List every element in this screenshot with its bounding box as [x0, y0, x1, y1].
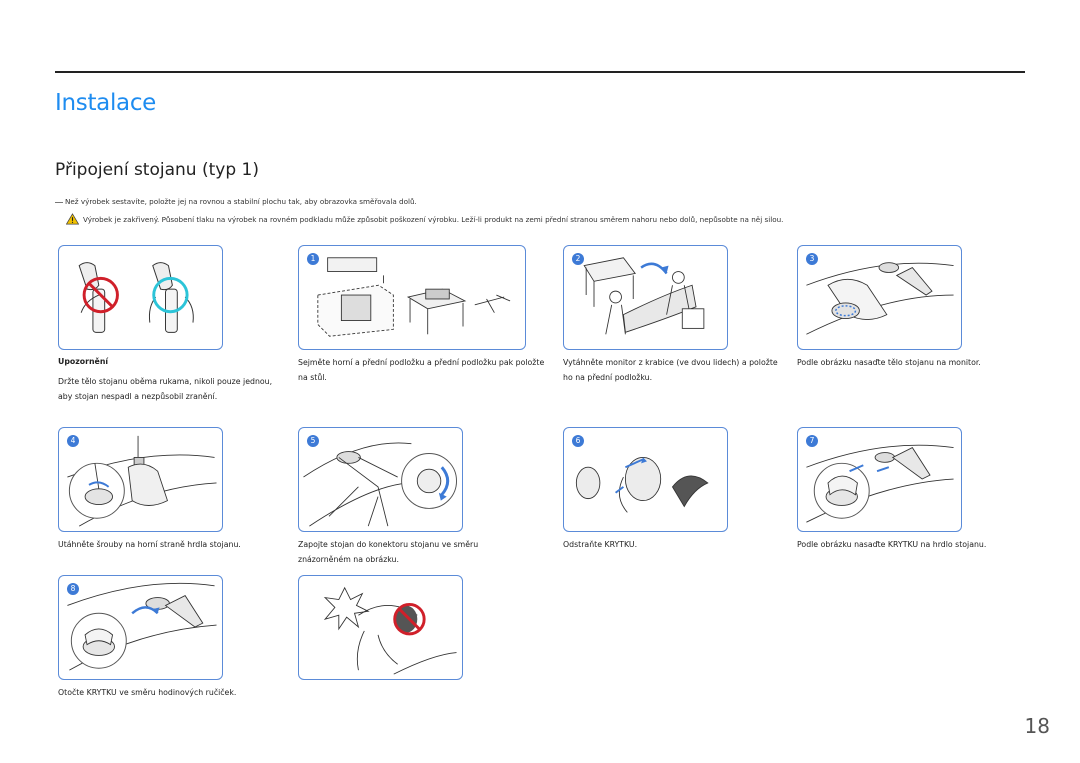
- step-badge: 6: [572, 435, 584, 447]
- page-number: 18: [1024, 714, 1050, 738]
- assembly-note: Než výrobek sestavíte, položte jej na ro…: [55, 197, 417, 206]
- step-3-illustration: 3: [797, 245, 962, 350]
- assembly-note-text: Než výrobek sestavíte, položte jej na ro…: [65, 197, 417, 206]
- caution-caption: Držte tělo stojanu oběma rukama, nikoli …: [58, 377, 273, 401]
- page-title: Instalace: [55, 90, 157, 116]
- step-8-illustration: 8: [58, 575, 223, 680]
- step-9-illustration: [298, 575, 463, 680]
- step-7-caption: Podle obrázku nasaďte KRYTKU na hrdlo st…: [797, 540, 987, 549]
- note-dash: [55, 201, 63, 203]
- step-badge: 1: [307, 253, 319, 265]
- step-badge: 3: [806, 253, 818, 265]
- caution-heading: Upozornění: [58, 357, 109, 366]
- step-badge: 7: [806, 435, 818, 447]
- step-4-illustration: 4: [58, 427, 223, 532]
- step-8-caption: Otočte KRYTKU ve směru hodinových ručiče…: [58, 688, 237, 697]
- step-badge: 2: [572, 253, 584, 265]
- warning-icon: [66, 213, 79, 225]
- step-4-caption: Utáhněte šrouby na horní straně hrdla st…: [58, 540, 241, 549]
- step-badge: 8: [67, 583, 79, 595]
- step-3-caption: Podle obrázku nasaďte tělo stojanu na mo…: [797, 358, 981, 367]
- step-1-illustration: 1: [298, 245, 526, 350]
- step-7-illustration: 7: [797, 427, 962, 532]
- step-badge: 4: [67, 435, 79, 447]
- warning-note: Výrobek je zakřivený. Působení tlaku na …: [66, 213, 783, 225]
- step-caution-illustration: [58, 245, 223, 350]
- warning-text: Výrobek je zakřivený. Působení tlaku na …: [83, 214, 784, 224]
- step-1-caption: Sejměte horní a přední podložku a přední…: [298, 358, 545, 382]
- step-badge: 5: [307, 435, 319, 447]
- step-2-illustration: 2: [563, 245, 728, 350]
- step-2-caption: Vytáhněte monitor z krabice (ve dvou lid…: [563, 358, 778, 382]
- top-rule: [55, 71, 1025, 73]
- section-title: Připojení stojanu (typ 1): [55, 160, 259, 180]
- step-6-caption: Odstraňte KRYTKU.: [563, 540, 638, 549]
- step-5-caption: Zapojte stojan do konektoru stojanu ve s…: [298, 540, 479, 564]
- step-5-illustration: 5: [298, 427, 463, 532]
- step-6-illustration: 6: [563, 427, 728, 532]
